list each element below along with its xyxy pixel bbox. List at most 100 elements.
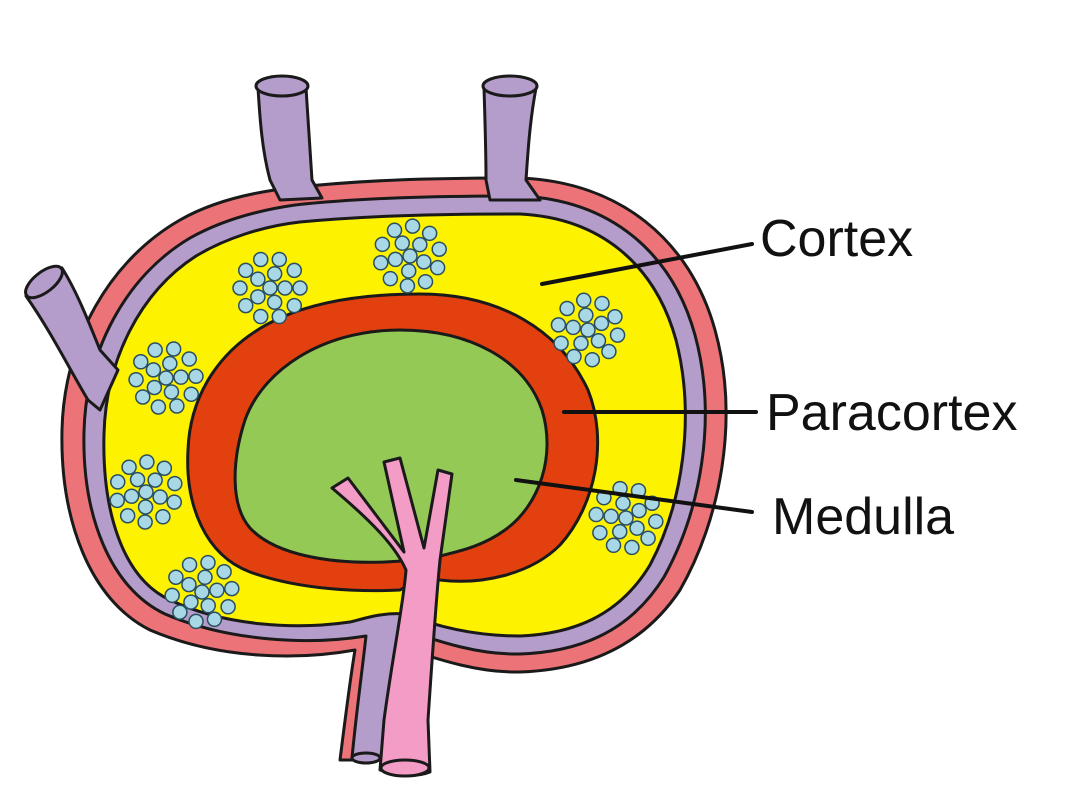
- follicle-cell: [421, 225, 438, 242]
- follicle-cell: [629, 520, 645, 536]
- follicle-cell: [183, 386, 199, 402]
- follicle-cell: [286, 262, 303, 279]
- follicle-cell: [206, 611, 223, 628]
- follicle-cell: [156, 460, 173, 477]
- follicle-cell: [394, 235, 411, 251]
- follicle-cell: [139, 454, 155, 470]
- follicle-cell: [640, 530, 656, 547]
- follicle-cell: [605, 537, 622, 554]
- follicle-cell: [209, 582, 225, 599]
- follicle-cell: [133, 354, 149, 370]
- follicle-cell: [373, 255, 389, 271]
- follicle-cell: [399, 278, 416, 294]
- follicle-cell: [402, 248, 418, 264]
- follicle-cell: [194, 584, 210, 600]
- follicle-cell: [277, 280, 293, 296]
- follicle-cell: [387, 251, 404, 268]
- follicle-cell: [609, 327, 626, 343]
- afferent-vessel-top-left: [254, 74, 324, 202]
- follicle-cell: [400, 263, 417, 279]
- follicle-cell: [593, 315, 610, 332]
- follicle: [109, 454, 183, 530]
- follicle: [232, 251, 308, 325]
- follicle-cell: [232, 280, 248, 296]
- follicle: [588, 480, 664, 556]
- follicle-cell: [181, 576, 197, 593]
- follicle-cell: [607, 309, 623, 325]
- follicle-cell: [146, 379, 163, 396]
- follicle-cell: [173, 369, 189, 385]
- follicle: [550, 292, 626, 368]
- follicle-cell: [250, 271, 266, 287]
- follicle-cell: [266, 294, 283, 311]
- follicle-cell: [216, 563, 232, 580]
- follicle-cell: [603, 508, 619, 525]
- follicle-cell: [155, 509, 171, 525]
- follicle-cell: [271, 251, 288, 268]
- follicle-cell: [559, 300, 575, 317]
- follicle-cell: [224, 580, 240, 597]
- follicle-cell: [573, 335, 589, 352]
- follicle-cell: [266, 265, 283, 282]
- follicle-cell: [374, 236, 391, 253]
- follicle-cell: [618, 510, 634, 526]
- blood-vessel: [330, 456, 454, 778]
- follicle-cell: [200, 554, 216, 571]
- follicle-cell: [197, 569, 213, 586]
- follicle-cell: [252, 251, 269, 268]
- follicle-cell: [271, 308, 288, 325]
- follicle-cell: [128, 371, 144, 388]
- follicle-cell: [181, 556, 198, 573]
- follicle-cell: [121, 459, 137, 475]
- follicle-cell: [145, 362, 162, 378]
- follicle-cell: [429, 259, 446, 276]
- follicle: [373, 218, 447, 294]
- follicle-cell: [123, 488, 140, 504]
- follicle-cell: [135, 389, 151, 405]
- follicle-cell: [382, 270, 399, 287]
- follicle-cell: [188, 368, 204, 385]
- follicle-cell: [292, 280, 308, 296]
- follicle-cell: [158, 370, 174, 386]
- follicle-cell: [250, 289, 266, 305]
- follicle-cell: [167, 475, 183, 492]
- follicle-cell: [553, 335, 569, 351]
- follicle-cell: [109, 492, 125, 509]
- follicle-cell: [129, 471, 146, 488]
- follicle-cell: [590, 333, 607, 349]
- medulla-region: [233, 328, 549, 564]
- follicle-cell: [137, 499, 154, 515]
- follicle-cell: [152, 489, 168, 505]
- follicle: [164, 554, 240, 630]
- follicle-cell: [110, 474, 126, 490]
- follicle-cell: [237, 297, 254, 314]
- follicle-cell: [262, 280, 278, 296]
- follicle-cell: [580, 322, 596, 338]
- afferent-vessel-top-right: [481, 74, 542, 202]
- follicle-cell: [417, 273, 434, 290]
- follicle: [128, 341, 204, 415]
- follicle-cell: [188, 613, 204, 630]
- follicle-cell: [172, 604, 188, 621]
- follicle-cell: [615, 495, 631, 512]
- medulla-leader-line: [514, 478, 754, 514]
- follicle-cell: [601, 343, 617, 360]
- follicle-cell: [166, 494, 182, 510]
- follicles: [109, 218, 664, 630]
- follicle-cell: [565, 319, 581, 336]
- follicle-cell: [584, 351, 601, 368]
- follicle-cell: [416, 254, 432, 270]
- follicle-cell: [612, 523, 628, 540]
- follicle-cell: [147, 472, 163, 488]
- follicle-cell: [181, 351, 197, 367]
- follicle-cell: [252, 308, 269, 325]
- medulla-label: Medulla: [772, 488, 954, 546]
- follicle-cell: [237, 262, 254, 279]
- follicle-cell: [138, 484, 154, 500]
- follicle-cell: [286, 297, 303, 314]
- follicle-cell: [588, 506, 604, 523]
- follicle-cell: [386, 222, 403, 239]
- follicle-cell: [592, 524, 608, 541]
